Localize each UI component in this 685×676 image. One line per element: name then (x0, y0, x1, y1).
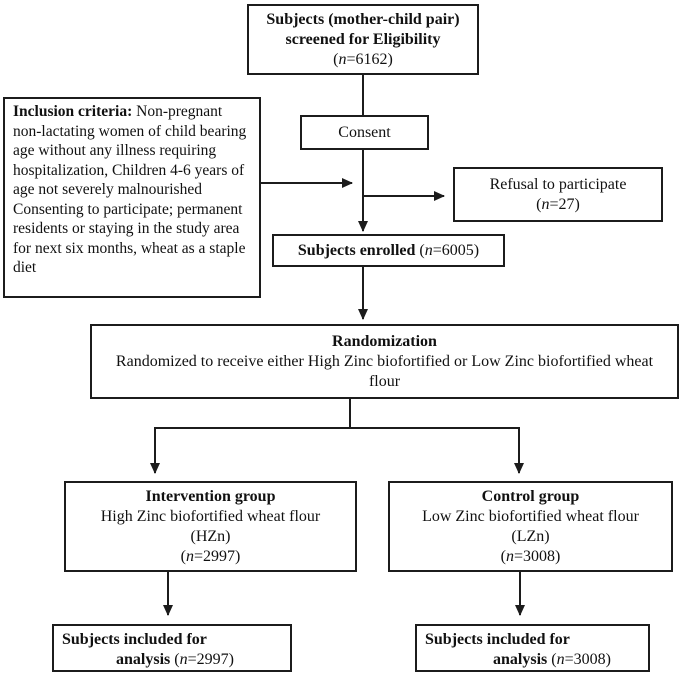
intervention-line3: (HZn) (190, 527, 231, 545)
refusal-count: (n=27) (536, 195, 580, 213)
inclusion-title: Inclusion criteria: (13, 103, 133, 120)
screened-count: (n=6162) (333, 50, 393, 68)
analysis-control-box: Subjects included for analysis (n=3008) (415, 624, 650, 672)
analysis-left-line2: analysis (n=2997) (116, 651, 234, 668)
consent-label: Consent (338, 123, 391, 141)
intervention-group-box: Intervention group High Zinc biofortifie… (64, 481, 357, 572)
inclusion-body: Non-pregnant non-lactating women of chil… (13, 103, 247, 276)
refusal-box: Refusal to participate (n=27) (453, 167, 663, 222)
control-line3: (LZn) (511, 527, 550, 545)
control-count: (n=3008) (500, 547, 561, 565)
intervention-title: Intervention group (145, 487, 276, 505)
enrolled-box: Subjects enrolled (n=6005) (272, 234, 505, 267)
screened-line2: screened for Eligibility (285, 30, 441, 48)
inclusion-criteria-box: Inclusion criteria: Non-pregnant non-lac… (3, 97, 261, 298)
analysis-intervention-box: Subjects included for analysis (n=2997) (52, 624, 292, 672)
screened-box: Subjects (mother-child pair) screened fo… (247, 4, 479, 75)
randomization-title: Randomization (332, 332, 437, 350)
control-group-box: Control group Low Zinc biofortified whea… (388, 481, 673, 572)
analysis-left-line1: Subjects included for (62, 631, 207, 648)
intervention-line2: High Zinc biofortified wheat flour (100, 507, 321, 525)
randomization-box: Randomization Randomized to receive eith… (90, 324, 679, 399)
enrolled-text: Subjects enrolled (n=6005) (297, 241, 480, 259)
analysis-right-line1: Subjects included for (425, 631, 570, 648)
control-title: Control group (481, 487, 580, 505)
intervention-count: (n=2997) (180, 547, 241, 565)
analysis-right-line2: analysis (n=3008) (493, 651, 611, 668)
refusal-line1: Refusal to participate (489, 175, 627, 193)
randomization-body: Randomized to receive either High Zinc b… (115, 352, 654, 390)
screened-line1: Subjects (mother-child pair) (266, 10, 460, 28)
consent-box: Consent (300, 115, 429, 150)
control-line2: Low Zinc biofortified wheat flour (422, 507, 639, 525)
